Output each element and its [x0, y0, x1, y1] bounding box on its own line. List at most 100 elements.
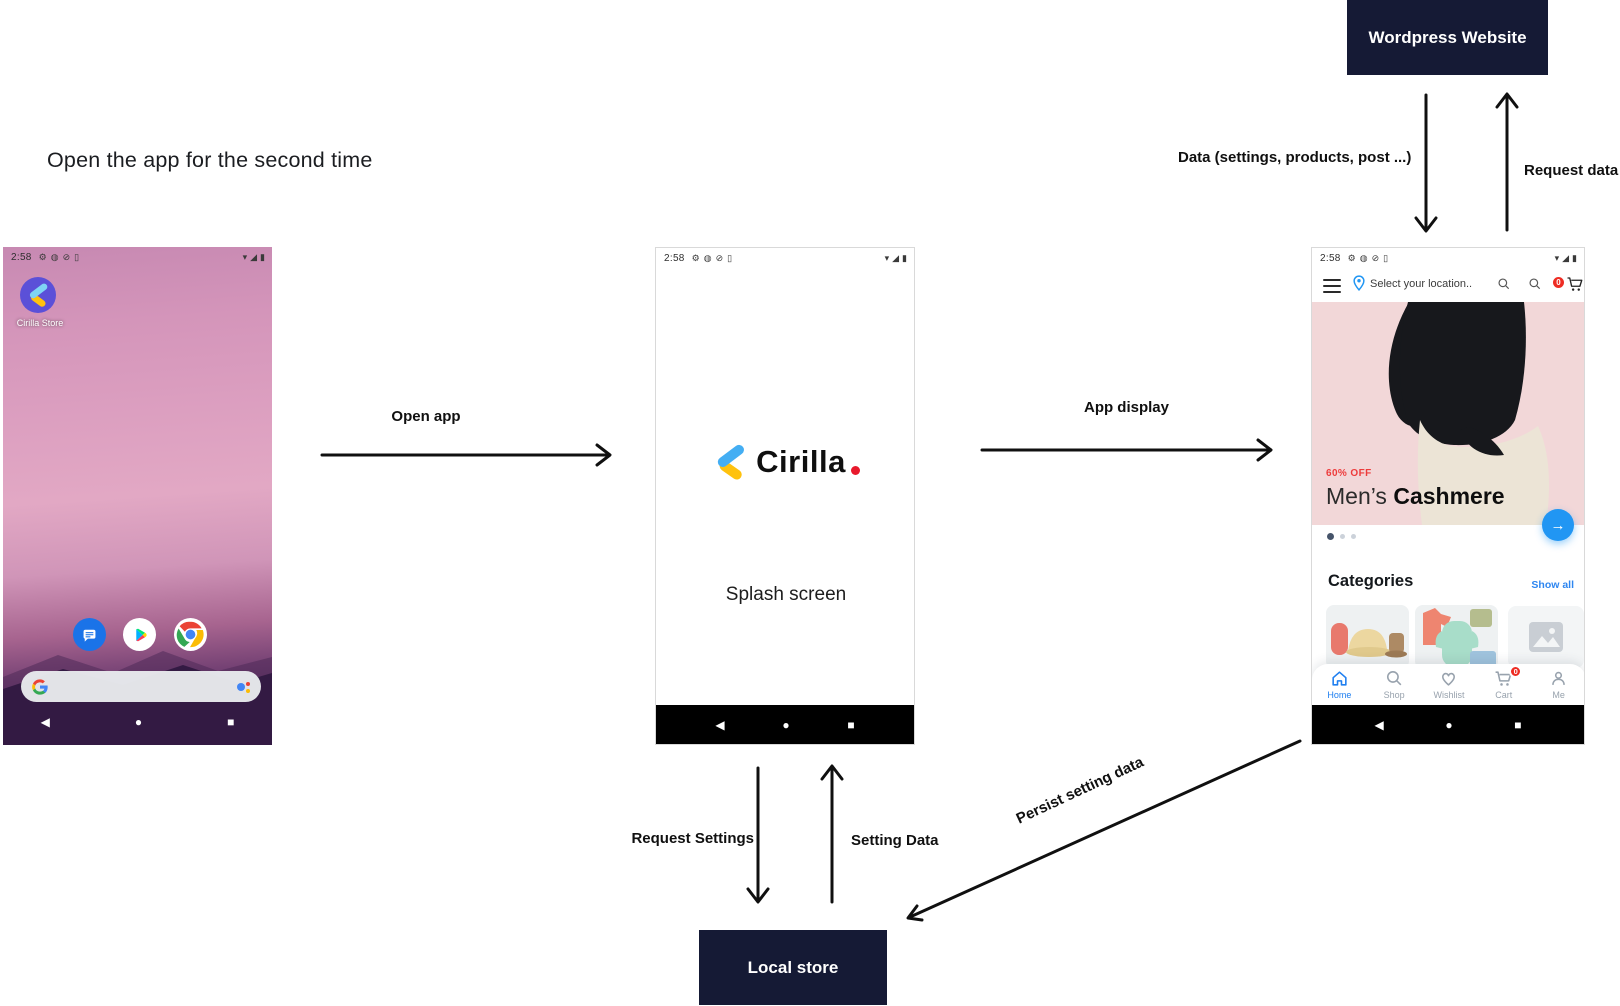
arrow-right-icon: → [1550, 516, 1566, 534]
shield-icon: ◍ [1359, 253, 1368, 263]
app-header: Select your location.. 0 [1312, 266, 1584, 302]
category-card-placeholder[interactable] [1508, 606, 1584, 668]
clothes-illustration [1423, 608, 1496, 669]
bottom-nav-bar: Home Shop Wishlist 0 Cart Me [1312, 664, 1584, 707]
persist-setting-arrow [906, 739, 1302, 922]
wifi-icon: ▾ [242, 252, 248, 262]
back-button[interactable]: ◀ [715, 717, 725, 732]
recents-button[interactable]: ■ [227, 715, 235, 729]
wifi-icon: ▾ [884, 253, 890, 263]
chat-bubble-icon [83, 629, 96, 642]
setting-data-up-arrow [820, 764, 844, 904]
data-saver-icon: ⊘ [715, 253, 724, 263]
wordpress-website-node: Wordpress Website [1347, 0, 1548, 75]
chrome-logo-icon [176, 621, 204, 648]
app-display-arrow [980, 438, 1273, 462]
logo-red-dot [850, 465, 860, 475]
google-search-bar[interactable] [21, 671, 261, 702]
wordpress-data-down-arrow [1414, 93, 1438, 233]
nav-cart[interactable]: 0 Cart [1476, 665, 1531, 700]
home-button[interactable]: ● [134, 715, 143, 729]
assistant-blue-dot [237, 682, 245, 691]
persist-setting-label: Persist setting data [1013, 753, 1147, 828]
home-button[interactable]: ● [782, 717, 790, 732]
open-app-arrow [320, 443, 612, 467]
categories-heading: Categories [1328, 572, 1414, 590]
person-icon [1552, 671, 1565, 685]
assistant-yellow-dot [246, 688, 250, 693]
request-data-label: Request data [1524, 162, 1619, 179]
request-data-up-arrow [1495, 92, 1519, 232]
nav-me[interactable]: Me [1531, 669, 1584, 700]
category-card-clothes[interactable] [1415, 605, 1498, 669]
cart-badge: 0 [1551, 275, 1566, 290]
hero-next-button[interactable]: → [1542, 509, 1574, 541]
heart-icon [1442, 672, 1456, 686]
play-store-app-icon[interactable] [123, 618, 156, 651]
cirilla-logo-icon [29, 283, 48, 307]
sim-icon: ▯ [1383, 253, 1389, 263]
hero-title: Men’s Cashmere [1326, 483, 1505, 509]
search-icon [1386, 670, 1402, 686]
data-saver-icon: ⊘ [62, 252, 71, 262]
nav-shop[interactable]: Shop [1367, 669, 1422, 700]
data-saver-icon: ⊘ [1371, 253, 1380, 263]
clock: 2:58 [11, 252, 32, 263]
back-button[interactable]: ◀ [40, 715, 50, 729]
app-display-label: App display [1083, 399, 1169, 416]
messages-app-icon[interactable] [73, 618, 106, 651]
data-settings-label: Data (settings, products, post ...) [1178, 149, 1412, 166]
status-bar: 2:58 ⚙ ◍ ⊘ ▯ ▾ ◢ ▮ [656, 248, 914, 266]
location-pin-icon[interactable] [1352, 275, 1366, 291]
search-icon[interactable] [1497, 277, 1511, 291]
cart-icon[interactable] [1566, 275, 1584, 293]
battery-icon: ▮ [902, 253, 907, 263]
wifi-icon: ▾ [1554, 253, 1560, 263]
cart-icon [1495, 671, 1512, 686]
hero-model-image [1388, 302, 1550, 525]
shield-icon: ◍ [703, 253, 712, 263]
sim-icon: ▯ [74, 252, 80, 262]
android-nav-bar: ◀ ● ■ [656, 705, 914, 744]
show-all-link[interactable]: Show all [1531, 579, 1574, 591]
image-placeholder-icon [1529, 622, 1563, 652]
location-selector[interactable]: Select your location.. [1370, 278, 1473, 290]
gear-icon: ⚙ [691, 253, 700, 263]
android-nav-bar: ◀ ● ■ [1312, 705, 1584, 744]
request-settings-label: Request Settings [631, 830, 754, 847]
discount-label: 60% OFF [1326, 468, 1372, 479]
carousel-dots[interactable] [1327, 533, 1356, 540]
recents-button[interactable]: ■ [1514, 717, 1522, 732]
menu-icon[interactable] [1323, 279, 1341, 296]
hats-illustration [1331, 623, 1407, 658]
nav-wishlist[interactable]: Wishlist [1422, 669, 1477, 700]
diagram-caption: Open the app for the second time [47, 148, 373, 172]
gear-icon: ⚙ [38, 252, 47, 262]
setting-data-label: Setting Data [851, 832, 939, 849]
status-bar: 2:58 ⚙ ◍ ⊘ ▯ ▾ ◢ ▮ [1312, 248, 1584, 266]
back-button[interactable]: ◀ [1374, 717, 1384, 732]
category-card-hats[interactable] [1326, 605, 1409, 669]
assistant-red-dot [246, 681, 250, 686]
home-button[interactable]: ● [1445, 717, 1453, 732]
battery-icon: ▮ [1572, 253, 1577, 263]
phone-splash-screen: 2:58 ⚙ ◍ ⊘ ▯ ▾ ◢ ▮ Cirilla Splash screen… [655, 247, 915, 745]
hero-banner[interactable]: 60% OFF Men’s Cashmere [1312, 302, 1584, 525]
open-app-label: Open app [391, 408, 461, 425]
google-g-icon [32, 678, 48, 695]
cirilla-store-app-icon[interactable] [20, 277, 56, 313]
cirilla-splash-logo: Cirilla [656, 444, 914, 480]
chrome-app-icon[interactable] [174, 618, 207, 651]
battery-icon: ▮ [260, 252, 265, 262]
cart-badge: 0 [1509, 665, 1523, 678]
clock: 2:58 [664, 253, 685, 264]
recents-button[interactable]: ■ [847, 717, 855, 732]
nav-home[interactable]: Home [1312, 669, 1367, 700]
cirilla-logo-icon [718, 444, 745, 480]
local-store-node: Local store [699, 930, 887, 1005]
play-triangle-icon [135, 628, 147, 641]
splash-screen-label: Splash screen [725, 584, 847, 605]
app-icon-label: Cirilla Store [16, 318, 64, 328]
search-icon[interactable] [1528, 277, 1542, 291]
